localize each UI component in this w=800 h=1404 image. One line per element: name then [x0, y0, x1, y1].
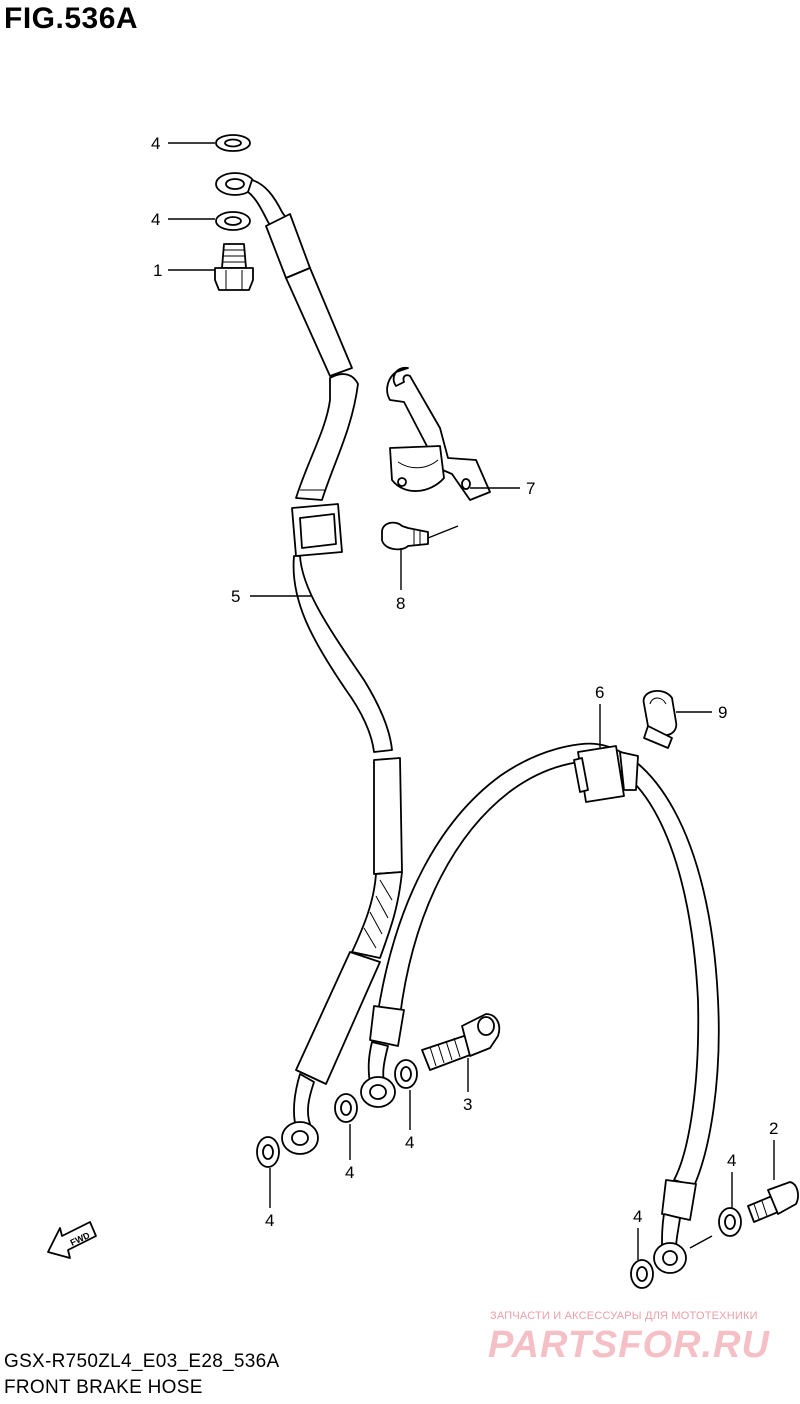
- watermark-tagline: ЗАПЧАСТИ И АКСЕССУАРЫ ДЛЯ МОТОТЕХНИКИ: [490, 1310, 758, 1322]
- callout-4-washer-lower-right-a: 4: [633, 1207, 642, 1226]
- watermark-brand: PARTSFOR.RU: [488, 1324, 770, 1366]
- middle-banjo[interactable]: [360, 1076, 396, 1108]
- model-code: GSX-R750ZL4_E03_E28_536A: [4, 1351, 280, 1372]
- brake-hose-5[interactable]: [265, 213, 403, 1129]
- callout-4-washer-lower-left: 4: [265, 1211, 274, 1230]
- callout-6-hose: 6: [595, 683, 604, 702]
- bolt-8[interactable]: [381, 521, 459, 551]
- hose-clamp-bracket-7[interactable]: [386, 366, 491, 501]
- washer-middle-right[interactable]: [394, 1059, 418, 1089]
- forward-arrow-icon: FWD: [47, 1221, 97, 1259]
- hose-clamp-9[interactable]: [642, 690, 678, 749]
- washer-middle-left[interactable]: [334, 1093, 358, 1123]
- callout-5-hose: 5: [231, 587, 240, 606]
- lower-left-banjo[interactable]: [281, 1121, 319, 1155]
- union-bolt-2[interactable]: [689, 1181, 799, 1249]
- callout-4-washer-middle-right: 4: [405, 1133, 414, 1152]
- lower-right-banjo[interactable]: [653, 1242, 687, 1274]
- diagram-name: FRONT BRAKE HOSE: [4, 1377, 203, 1398]
- upper-washer-bottom[interactable]: [215, 211, 251, 231]
- figure-title: FIG.536A: [4, 2, 139, 35]
- callout-2-union-bolt: 2: [769, 1119, 778, 1138]
- callout-8-bolt: 8: [396, 594, 405, 613]
- callout-4-second-washer: 4: [151, 210, 160, 229]
- callout-4-top-washer: 4: [151, 134, 160, 153]
- callout-1-union-bolt: 1: [153, 261, 162, 280]
- callout-4-washer-middle-left: 4: [345, 1163, 354, 1182]
- brake-hose-6[interactable]: [367, 742, 720, 1249]
- upper-washer-top[interactable]: [215, 134, 251, 152]
- washer-lower-right-a[interactable]: [630, 1259, 654, 1289]
- callout-7-bracket: 7: [526, 479, 535, 498]
- washer-lower-left[interactable]: [256, 1136, 280, 1168]
- callout-4-washer-lower-right-b: 4: [727, 1151, 736, 1170]
- callout-3-union-bolt: 3: [463, 1095, 472, 1114]
- union-bolt-upper[interactable]: [214, 243, 254, 291]
- callout-9-clamp: 9: [718, 703, 727, 722]
- union-bolt-3[interactable]: [421, 1013, 501, 1071]
- washer-lower-right-b[interactable]: [718, 1207, 742, 1237]
